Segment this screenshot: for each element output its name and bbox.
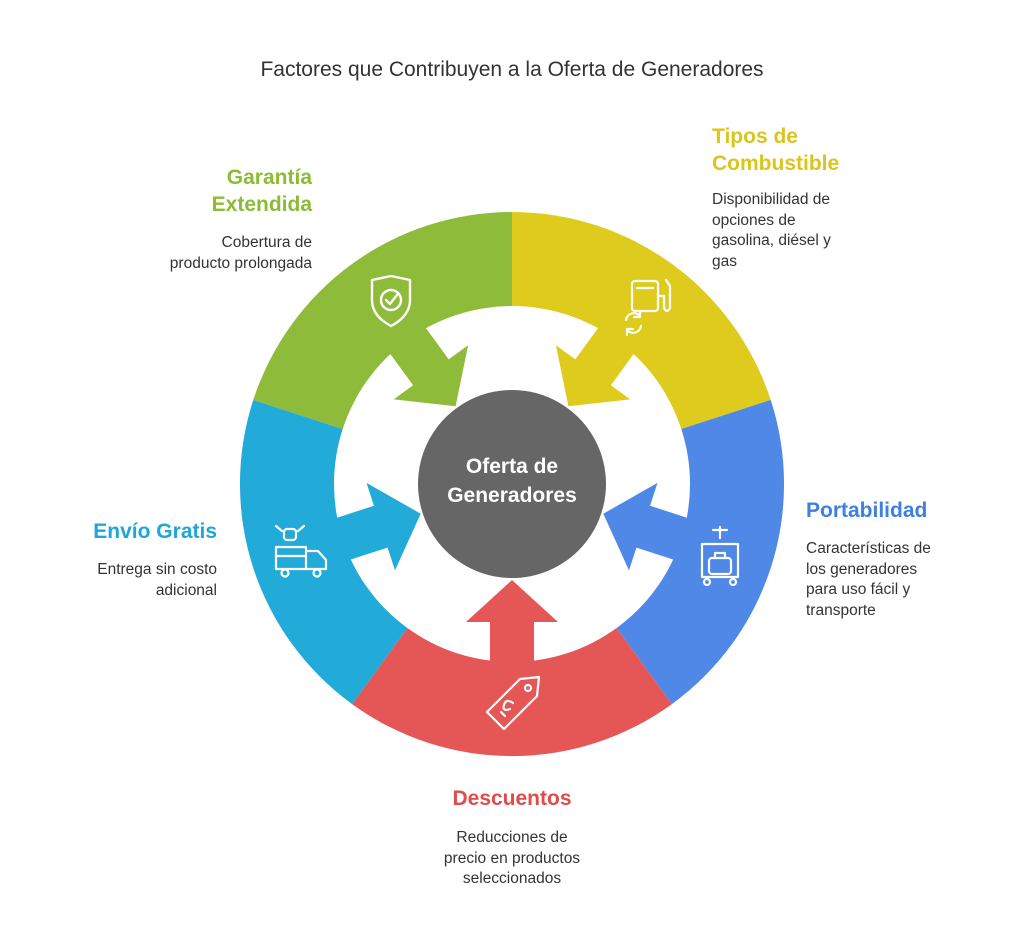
segment-fuel-types [512,212,771,429]
portability-title-line-1: Portabilidad [806,499,928,522]
center-label-line-2: Generadores [447,484,577,507]
arrow-portability [603,482,696,571]
fuel-types-title-line-1: Tipos de [712,125,798,148]
portability-desc-line-1: Características de [806,540,931,557]
arrow-discounts [466,580,558,670]
luggage-cart-icon [700,525,740,587]
price-tag-icon [485,675,541,731]
fuel-types-title: Tipos de Combustible [712,123,839,177]
fuel-types-desc-line-4: gas [712,252,737,270]
free-shipping-desc-line-1: Entrega sin costo [97,561,217,578]
discounts-title: Descuentos [362,785,662,812]
extended-warranty-title-line-1: Garantía [226,166,312,189]
portability-desc-line-2: los generadores [806,560,918,578]
fuel-types-title-line-2: Combustible [712,152,840,175]
free-shipping-title-line-1: Envío Gratis [93,520,217,543]
segment-portability [616,399,785,705]
free-shipping-desc-line-2: adicional [155,581,217,599]
extended-warranty-desc-line-2: producto prolongada [169,254,312,272]
arrow-free-shipping [328,482,421,571]
delivery-truck-icon [274,524,328,578]
portability-description: Características de los generadores para … [806,539,931,621]
portability-desc-line-4: transporte [806,601,876,619]
extended-warranty-desc-line-1: Cobertura de [221,234,312,251]
fuel-pump-icon [624,278,672,337]
discounts-desc-line-1: Reducciones de [456,829,568,846]
discounts-title-line-1: Descuentos [452,787,572,810]
fuel-types-desc-line-3: gasolina, diésel y [712,232,831,249]
fuel-types-description: Disponibilidad de opciones de gasolina, … [712,190,831,272]
arrow-extended-warranty [384,320,469,407]
extended-warranty-title: Garantía Extendida [62,164,312,218]
discounts-desc-line-2: precio en productos [443,849,581,867]
segment-discounts [352,628,672,757]
arrow-fuel-types [555,320,640,407]
free-shipping-title: Envío Gratis [17,518,217,545]
discounts-description: Reducciones de precio en productos selec… [362,828,662,890]
center-label-line-1: Oferta de [465,455,559,478]
fuel-types-desc-line-1: Disponibilidad de [712,191,831,208]
segment-free-shipping [239,399,408,705]
portability-desc-line-3: para uso fácil y [806,581,911,598]
extended-warranty-description: Cobertura de producto prolongada [62,233,312,274]
discounts-desc-line-3: seleccionados [462,870,562,887]
portability-title: Portabilidad [806,497,927,524]
fuel-types-desc-line-2: opciones de [712,211,796,229]
center-circle [418,390,606,578]
free-shipping-description: Entrega sin costo adicional [17,560,217,601]
diagram-title: Factores que Contribuyen a la Oferta de … [260,58,764,81]
center-label: Oferta de Generadores [418,452,606,510]
shield-check-icon [370,274,412,328]
extended-warranty-title-line-2: Extendida [211,193,312,216]
